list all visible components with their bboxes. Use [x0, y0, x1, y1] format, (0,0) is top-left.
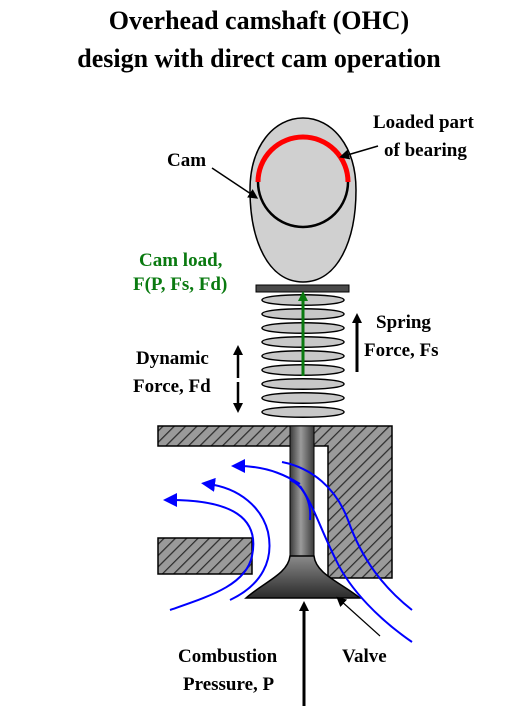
combustion-pressure-label-line-2: Pressure, P [183, 674, 275, 695]
flow-line-5 [299, 485, 413, 643]
spring-coil [261, 406, 345, 418]
combustion-pressure-label-line-1: Combustion [178, 646, 278, 667]
loaded-bearing-label-line-2: of bearing [384, 140, 467, 161]
intake-flow-lines [163, 459, 413, 643]
flow-line-6 [281, 461, 413, 611]
cam-load-label-line-2: F(P, Fs, Fd) [133, 274, 228, 295]
flow-line-1 [163, 493, 255, 611]
spring-coil [261, 392, 345, 404]
valve-label: Valve [342, 646, 387, 667]
loaded-bearing-leader-arrow [339, 145, 379, 160]
dynamic-force-label-line-2: Force, Fd [133, 376, 211, 397]
valve-stem [289, 425, 315, 577]
cam-leader-arrow [211, 167, 259, 199]
title-line-1: Overhead camshaft (OHC) [108, 6, 410, 35]
valve-head [244, 555, 363, 599]
bearing-unloaded-arc [256, 181, 350, 229]
flow-line-2 [201, 477, 271, 601]
spring-force-label-line-1: Spring [376, 312, 431, 333]
spring-coil [261, 378, 345, 390]
valve-spring [261, 294, 345, 418]
cam-label: Cam [167, 150, 207, 171]
flow-line-3 [231, 459, 301, 485]
title-line-2: design with direct cam operation [77, 44, 441, 73]
dynamic-force-label-line-1: Dynamic [136, 348, 209, 369]
cam-load-label-line-1: Cam load, [139, 250, 223, 271]
loaded-bearing-label-line-1: Loaded part [373, 112, 474, 133]
spring-retainer-plate [255, 284, 350, 293]
port-wall-left [157, 537, 253, 575]
bearing-loaded-arc [255, 134, 351, 183]
valve-leader-arrow [336, 596, 381, 637]
spring-force-label-line-2: Force, Fs [364, 340, 439, 361]
cam-lobe [249, 117, 357, 283]
